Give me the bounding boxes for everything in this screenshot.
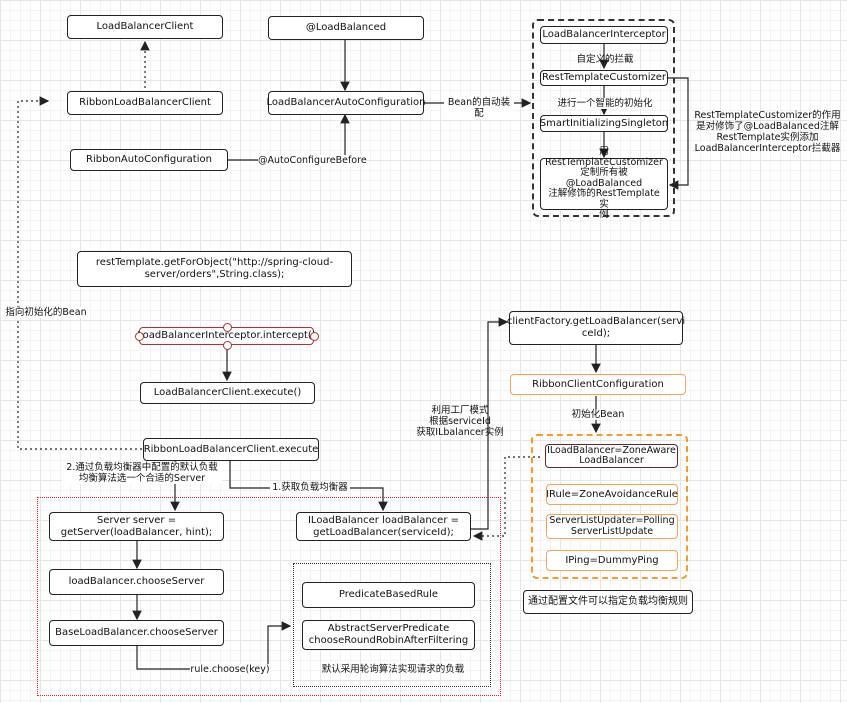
ribbon-load-balancer-client-box: RibbonLoadBalancerClient xyxy=(67,91,223,115)
get-load-balancer-box: ILoadBalancer loadBalancer = getLoadBala… xyxy=(296,512,471,541)
round-robin-note-label: 默认采用轮询算法实现请求的负载 xyxy=(321,664,465,675)
step-two-label: 2.通过负载均衡器中配置的默认负载 均衡算法选一个合适的Server xyxy=(62,462,222,484)
get-server-box: Server server = getServer(loadBalancer, … xyxy=(49,512,224,541)
selection-handle-bottom[interactable] xyxy=(223,341,232,350)
edge-ribbonautoconfig-to-autoconfig xyxy=(228,113,350,161)
irule-box: IRule=ZoneAvoidanceRule xyxy=(546,484,678,505)
smart-init-label: 进行一个智能的初始化 xyxy=(556,98,654,109)
customizer-note-label: RestTemplateCustomizer的作用 是对修饰了@LoadBala… xyxy=(694,110,841,154)
load-balancer-client-box: LoadBalancerClient xyxy=(67,15,223,39)
iloadbalancer-zoneaware-box: ILoadBalancer=ZoneAware LoadBalancer xyxy=(545,444,678,468)
smart-initializing-singleton-box: SmartInitializingSingleton xyxy=(540,115,668,132)
client-factory-box: clientFactory.getLoadBalancer(servi ceId… xyxy=(507,311,685,345)
load-balanced-annotation-box: @LoadBalanced xyxy=(268,16,424,40)
selection-handle-top[interactable] xyxy=(223,323,232,332)
rest-template-customizer-box: RestTemplateCustomizer xyxy=(540,70,668,86)
selection-handle-right[interactable] xyxy=(310,332,319,341)
bean-auto-assembly-label: Bean的自动装配 xyxy=(444,97,514,119)
client-execute-box: LoadBalancerClient.execute() xyxy=(140,382,315,404)
load-balancer-interceptor-box: LoadBalancerInterceptor xyxy=(540,26,668,44)
rule-choose-label: rule.choose(key) xyxy=(190,664,270,675)
step-one-label: 1.获取负载均衡器 xyxy=(270,482,350,493)
iping-box: IPing=DummyPing xyxy=(546,550,678,571)
custom-interceptor-label: 自定义的拦截 xyxy=(576,54,634,65)
edge-getlb-to-factory xyxy=(471,317,509,530)
server-list-updater-box: ServerListUpdater=Polling ServerListUpda… xyxy=(546,514,678,539)
abstract-server-predicate-box: AbstractServerPredicate chooseRoundRobin… xyxy=(302,620,475,650)
selection-handle-left[interactable] xyxy=(135,332,144,341)
edge-point-to-bean xyxy=(17,96,142,450)
ribbon-auto-configuration-box: RibbonAutoConfiguration xyxy=(70,149,228,171)
predicate-based-rule-box: PredicateBasedRule xyxy=(302,582,475,608)
interceptor-config-frame xyxy=(532,19,675,217)
rule-frame xyxy=(293,563,491,687)
ribbon-client-execute-box: RibbonLoadBalancerClient.execute xyxy=(143,438,319,461)
load-balancer-auto-configuration-box: LoadBalancerAutoConfiguration xyxy=(266,91,426,115)
point-to-bean-label: 指向初始化的Bean xyxy=(2,307,90,318)
config-note-box: 通过配置文件可以指定负载均衡规则 xyxy=(523,590,693,614)
factory-note-label: 利用工厂模式 根据serviceId 获取ILbalancer实例 xyxy=(416,405,504,438)
ribbon-client-configuration-box: RibbonClientConfiguration xyxy=(510,374,686,395)
choose-server-box: loadBalancer.chooseServer xyxy=(49,569,224,595)
auto-configure-before-label: @AutoConfigureBefore xyxy=(258,155,367,166)
rest-template-call-box: restTemplate.getForObject("http://spring… xyxy=(77,251,352,287)
customize-all-resttemplates-box: 用 RestTemplateCustomizer 定制所有被@LoadBalan… xyxy=(540,147,668,220)
ribbon-default-config-frame xyxy=(531,434,688,579)
execute-process-frame xyxy=(37,497,501,696)
edge-customizer-loop xyxy=(668,77,689,190)
base-choose-server-box: BaseLoadBalancer.chooseServer xyxy=(49,620,224,646)
init-bean-label: 初始化Bean xyxy=(568,409,628,420)
